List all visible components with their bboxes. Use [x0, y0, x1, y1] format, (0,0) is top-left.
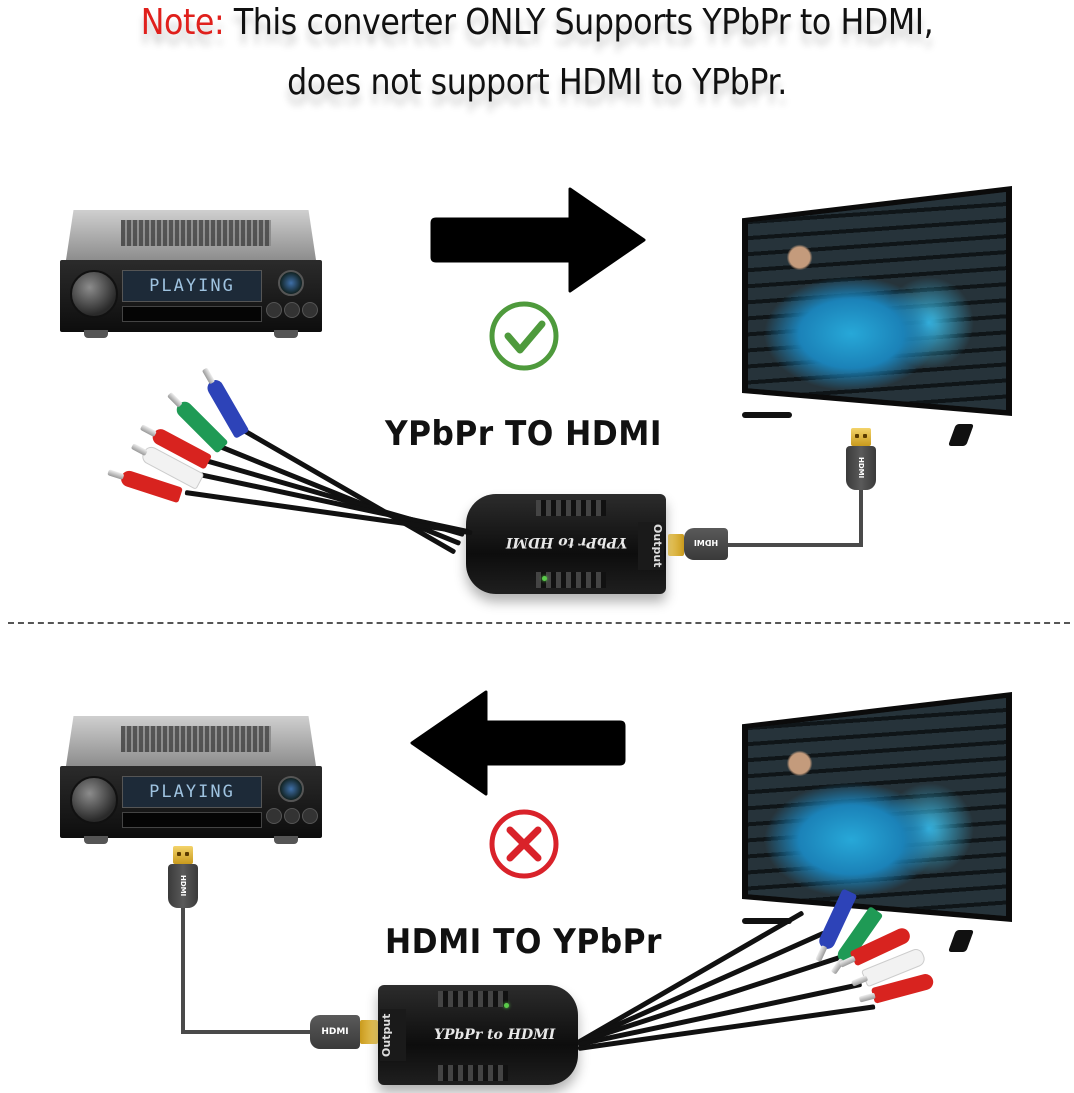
converter-ribs	[438, 1065, 508, 1081]
hdmi-connector-tip	[173, 846, 193, 864]
hdmi-connector-tip	[668, 534, 684, 556]
tv-screen-image	[748, 192, 1006, 410]
av-receiver-top: PLAYING	[60, 210, 322, 340]
receiver-button-icon	[266, 808, 282, 824]
note-line-2: does not support HDMI to YPbPr.	[64, 62, 1009, 103]
hdmi-cable	[710, 543, 863, 547]
note-text-1: This converter ONLY Supports YPbPr to HD…	[224, 2, 934, 43]
tv-top	[742, 186, 1012, 446]
check-circle-icon	[489, 301, 559, 371]
receiver-foot	[274, 836, 298, 844]
receiver-display: PLAYING	[122, 270, 262, 302]
converter-top: YPbPr to HDMI Output	[466, 494, 666, 594]
receiver-vent-grill	[121, 726, 271, 752]
hdmi-plug-label: HDMI	[857, 457, 865, 479]
hdmi-cable	[181, 908, 185, 1032]
tv-stand-left	[742, 412, 792, 418]
power-button-icon	[278, 776, 304, 802]
receiver-top-cover	[66, 210, 316, 260]
av-receiver-bottom: PLAYING	[60, 716, 322, 846]
hdmi-plug-body	[168, 864, 198, 908]
hdmi-cable	[859, 490, 863, 546]
note-text-2: does not support HDMI to YPbPr.	[287, 62, 787, 103]
receiver-foot	[274, 330, 298, 338]
cross-circle-icon	[489, 809, 559, 879]
hdmi-plug-bottom: HDMI	[168, 846, 198, 918]
tv-stand-right	[947, 930, 975, 952]
tv-stand-left	[742, 918, 792, 924]
receiver-front-panel: PLAYING	[60, 766, 322, 838]
disc-slot	[122, 812, 262, 828]
hdmi-plug-body	[846, 446, 876, 490]
receiver-vent-grill	[121, 220, 271, 246]
arrow-right-icon	[430, 187, 646, 293]
converter-bottom: YPbPr to HDMI Output	[378, 985, 578, 1085]
volume-knob-icon	[70, 776, 118, 824]
section-divider	[8, 622, 1070, 624]
converter-ribs	[438, 991, 508, 1007]
volume-knob-icon	[70, 270, 118, 318]
converter-ribs	[536, 572, 606, 588]
hdmi-plug-top: HDMI	[846, 428, 876, 500]
converter-led	[542, 576, 547, 581]
receiver-display: PLAYING	[122, 776, 262, 808]
receiver-top-cover	[66, 716, 316, 766]
receiver-button-icon	[284, 808, 300, 824]
receiver-button-icon	[302, 808, 318, 824]
converter-output-port-label: Output	[638, 522, 664, 570]
hdmi-plug-top-converter: HDMI	[668, 526, 728, 562]
converter-output-port-label: Output	[380, 1009, 406, 1061]
hdmi-plug-label: HDMI	[684, 528, 728, 560]
receiver-button-icon	[266, 302, 282, 318]
rca-wire	[209, 440, 462, 546]
caption-hdmi-to-ypbpr: HDMI TO YPbPr	[385, 922, 662, 962]
converter-label: YPbPr to HDMI	[506, 534, 628, 550]
hdmi-plug-label: HDMI	[310, 1015, 360, 1049]
arrow-left-icon	[410, 690, 626, 796]
tv-stand-right	[947, 424, 975, 446]
receiver-foot	[84, 836, 108, 844]
converter-label: YPbPr to HDMI	[434, 1027, 556, 1043]
caption-ypbpr-to-hdmi: YPbPr TO HDMI	[385, 414, 662, 454]
receiver-button-icon	[284, 302, 300, 318]
hdmi-plug-label: HDMI	[179, 875, 187, 897]
tv-bottom	[742, 692, 1012, 952]
hdmi-connector-tip	[851, 428, 871, 446]
receiver-button-icon	[302, 302, 318, 318]
receiver-foot	[84, 330, 108, 338]
hdmi-plug-bottom-converter: HDMI	[310, 1012, 378, 1052]
tv-screen-image	[748, 698, 1006, 916]
hdmi-cable	[181, 1030, 311, 1034]
disc-slot	[122, 306, 262, 322]
note-label: Note:	[140, 2, 225, 43]
receiver-front-panel: PLAYING	[60, 260, 322, 332]
converter-ribs	[536, 500, 606, 516]
note-line-1: Note: This converter ONLY Supports YPbPr…	[64, 2, 1009, 43]
converter-led	[504, 1003, 509, 1008]
hdmi-connector-tip	[360, 1020, 378, 1044]
power-button-icon	[278, 270, 304, 296]
